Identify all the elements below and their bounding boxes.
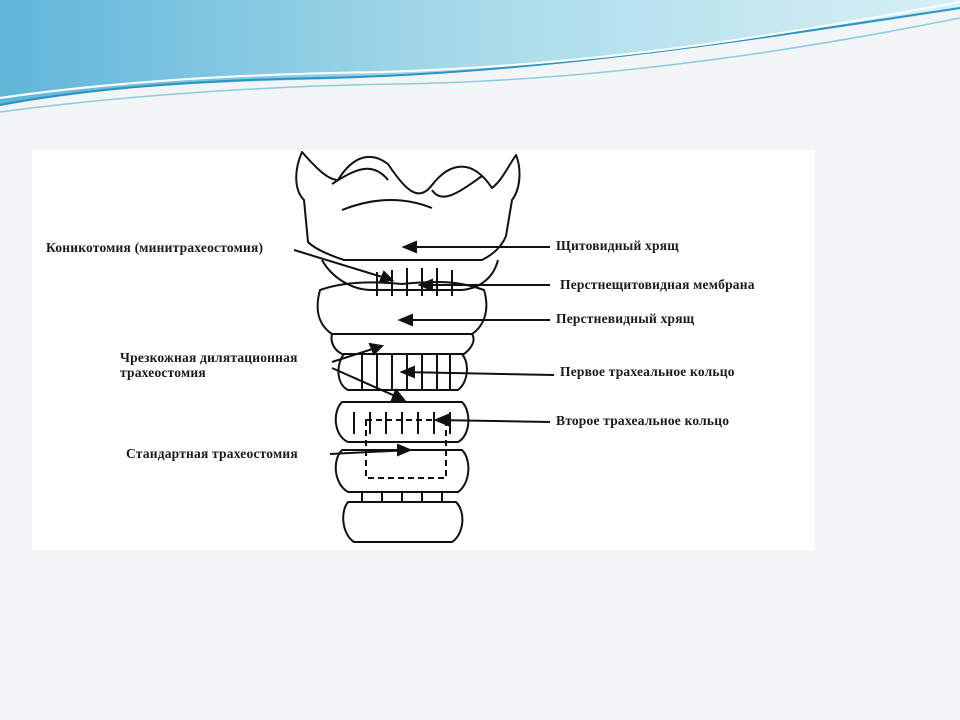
thyroid-cartilage	[295, 151, 521, 261]
label-thyroid-cartilage: Щитовидный хрящ	[556, 238, 679, 253]
cricoid-cartilage	[316, 281, 488, 335]
tracheal-ring-1	[337, 353, 468, 391]
cricothyroid-membrane	[321, 259, 499, 291]
label-first-tracheal-ring: Первое трахеальное кольцо	[560, 364, 735, 379]
tracheal-ring-2	[334, 401, 470, 443]
header-wave-banner	[0, 0, 960, 130]
label-percutaneous-tracheostomy: Чрезкожная дилятационная трахеостомия	[120, 350, 298, 380]
standard-tracheostomy-window	[365, 419, 447, 479]
label-cricothyroid-membrane: Перстнещитовидная мембрана	[560, 277, 755, 292]
anatomy-drawing	[293, 151, 555, 543]
label-standard-tracheostomy: Стандартная трахеостомия	[126, 446, 298, 461]
label-cricoid-cartilage: Перстневидный хрящ	[556, 311, 695, 326]
larynx-trachea-diagram: Коникотомия (минитрахеостомия) Чрезкожна…	[32, 150, 815, 550]
label-conicotomy: Коникотомия (минитрахеостомия)	[46, 240, 264, 255]
label-second-tracheal-ring: Второе трахеальное кольцо	[556, 413, 730, 428]
